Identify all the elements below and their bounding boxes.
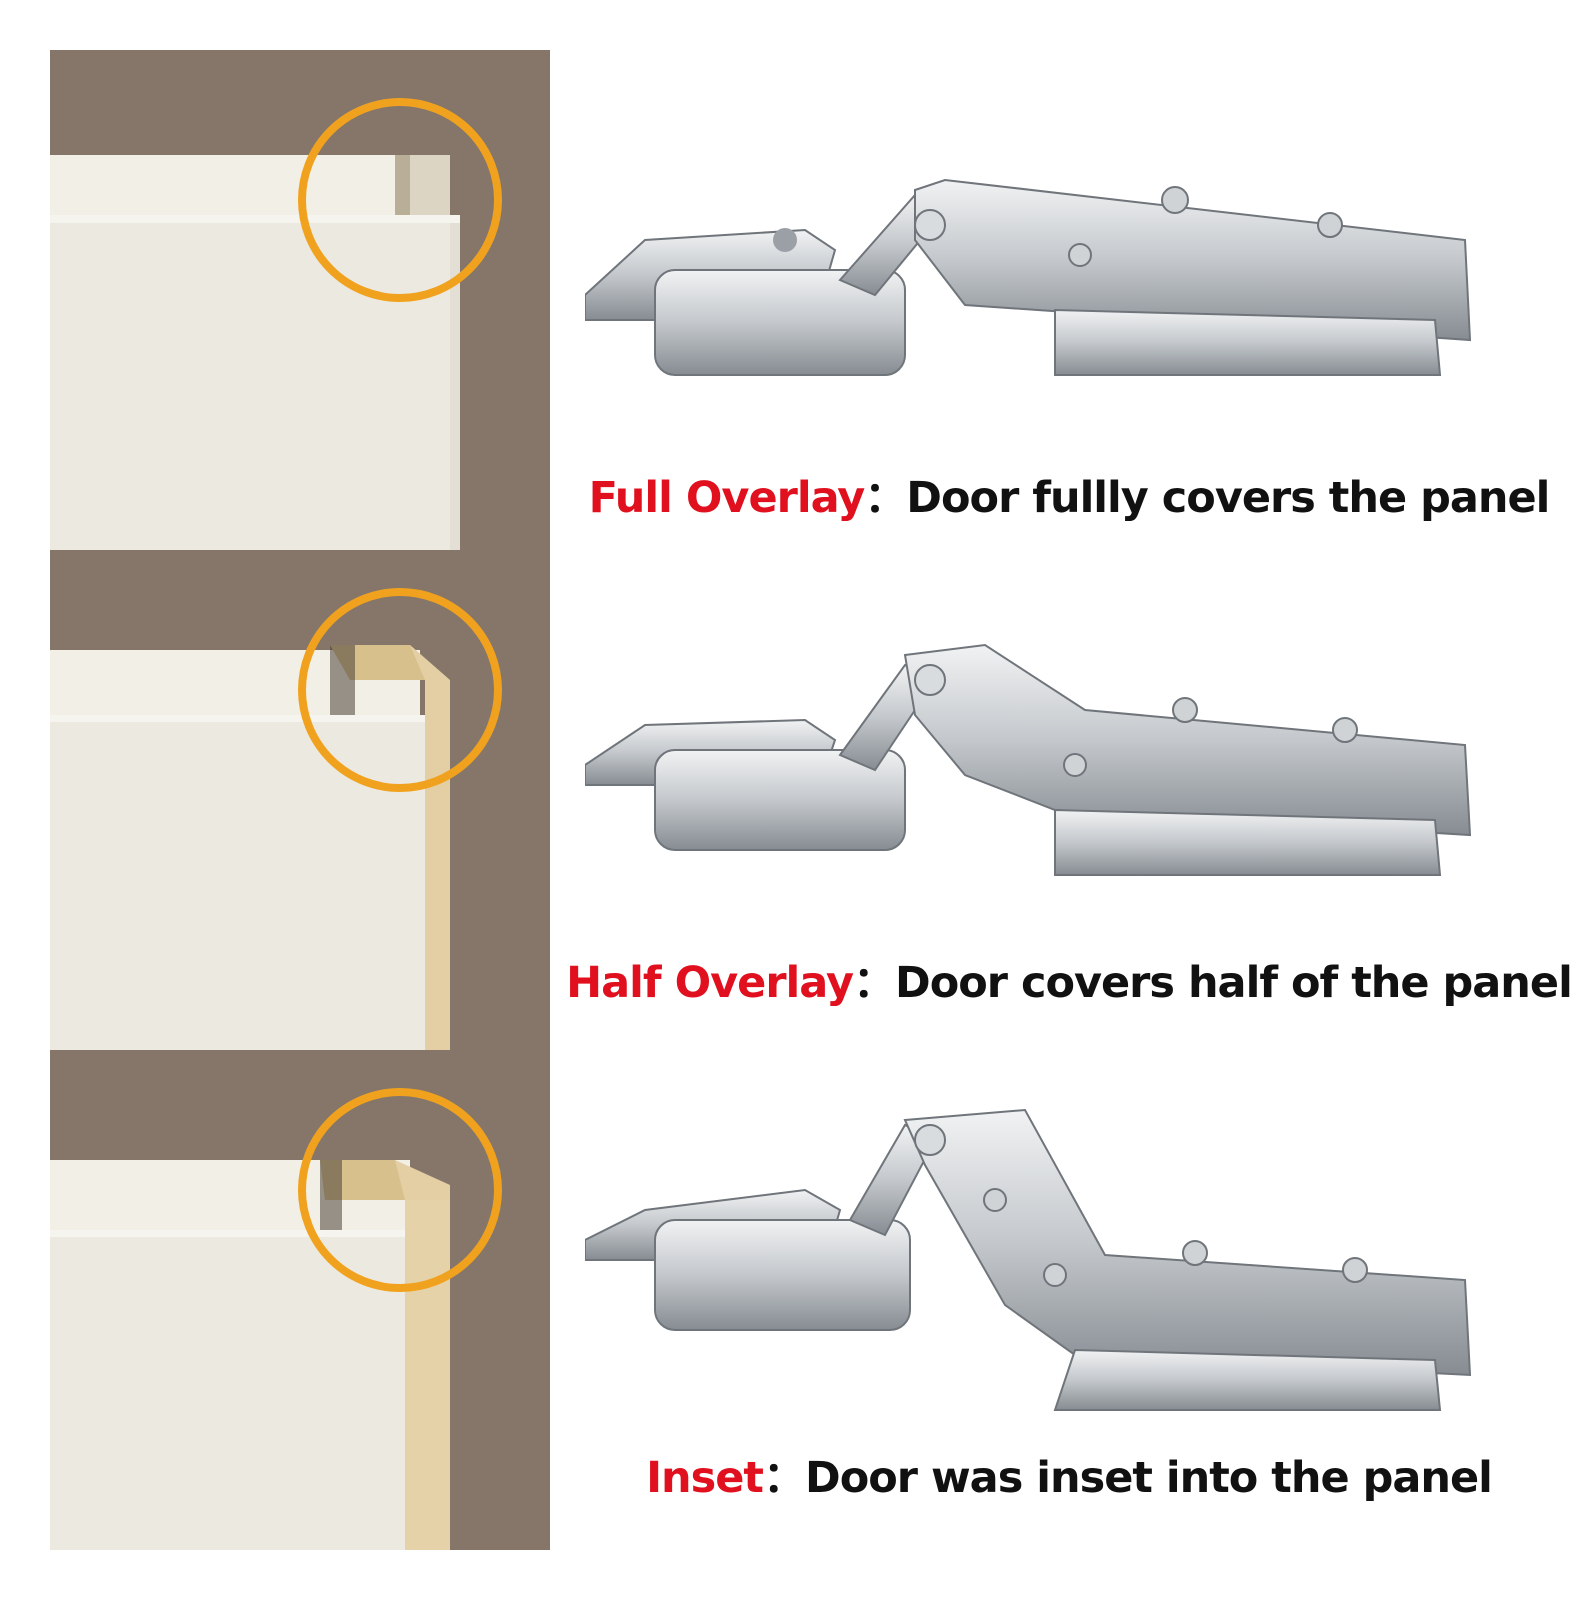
half-overlay-panel [50,550,550,1050]
full-overlay-illustration [50,50,550,550]
caption-separator: ： [864,473,907,523]
caption-description: Door covers half of the panel [895,958,1573,1008]
full-overlay-hinge [585,178,1472,376]
highlight-ring [298,588,502,792]
caption-description: Door was inset into the panel [805,1453,1493,1503]
caption-description: Door fullly covers the panel [906,473,1550,523]
panel-illustrations [50,50,550,1550]
inset-caption: Inset：Door was inset into the panel [550,1443,1588,1505]
inset-illustration [50,1050,550,1550]
caption-separator: ： [763,1453,806,1503]
full-overlay-caption: Full Overlay：Door fullly covers the pane… [550,463,1588,525]
inset-panel [50,1050,550,1550]
highlight-ring [298,98,502,302]
caption-term: Inset [646,1453,764,1503]
half-overlay-illustration [50,550,550,1050]
caption-term: Half Overlay [566,958,854,1008]
caption-term: Full Overlay [588,473,866,523]
inset-hinge [585,1108,1472,1411]
highlight-ring [298,1088,502,1292]
half-overlay-caption: Half Overlay：Door covers half of the pan… [550,948,1588,1010]
full-overlay-panel [50,50,550,550]
half-overlay-hinge [585,643,1472,876]
caption-separator: ： [853,958,896,1008]
